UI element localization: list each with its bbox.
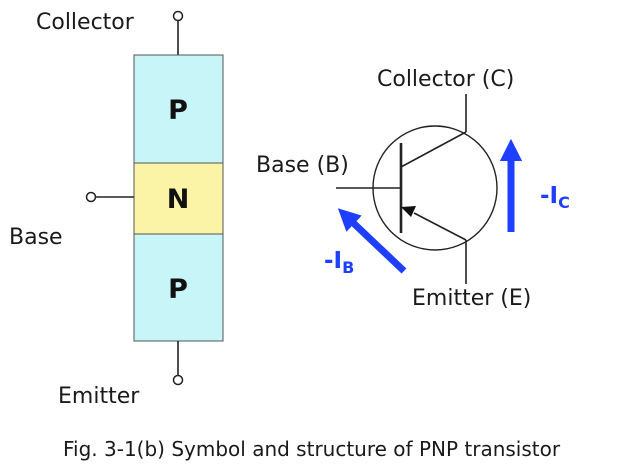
base-current-label: -IB [324, 248, 354, 277]
base-current-sub: B [342, 258, 354, 277]
emitter-terminal [172, 374, 184, 386]
emitter-arrow-icon [401, 206, 416, 217]
symbol-collector-label: Collector (C) [377, 67, 514, 92]
n-layer-label: N [167, 184, 190, 215]
base-current-prefix: -I [324, 248, 342, 274]
base-current-arrow-icon [337, 208, 407, 274]
structure-collector-label: Collector [36, 10, 135, 35]
structure-base-label: Base [9, 225, 63, 250]
structure-diagram: Collector P N P Base Emitter [9, 10, 224, 409]
base-terminal [85, 191, 97, 203]
symbol-base-label: Base (B) [256, 153, 349, 178]
symbol-emitter-label: Emitter (E) [412, 286, 531, 311]
collector-current-sub: C [558, 193, 570, 212]
transistor-symbol: Collector (C) Base (B) Emitter (E) -IC -… [256, 67, 570, 311]
p-layer-top-label: P [168, 95, 188, 126]
emitter-branch [413, 212, 467, 241]
collector-current-label: -IC [540, 183, 570, 212]
structure-emitter-label: Emitter [58, 384, 140, 409]
p-layer-bottom-label: P [168, 274, 188, 305]
n-layer [133, 162, 224, 235]
figure-caption: Fig. 3-1(b) Symbol and structure of PNP … [63, 437, 561, 461]
collector-branch [400, 131, 467, 168]
collector-terminal [172, 10, 184, 22]
collector-current-prefix: -I [540, 183, 558, 209]
